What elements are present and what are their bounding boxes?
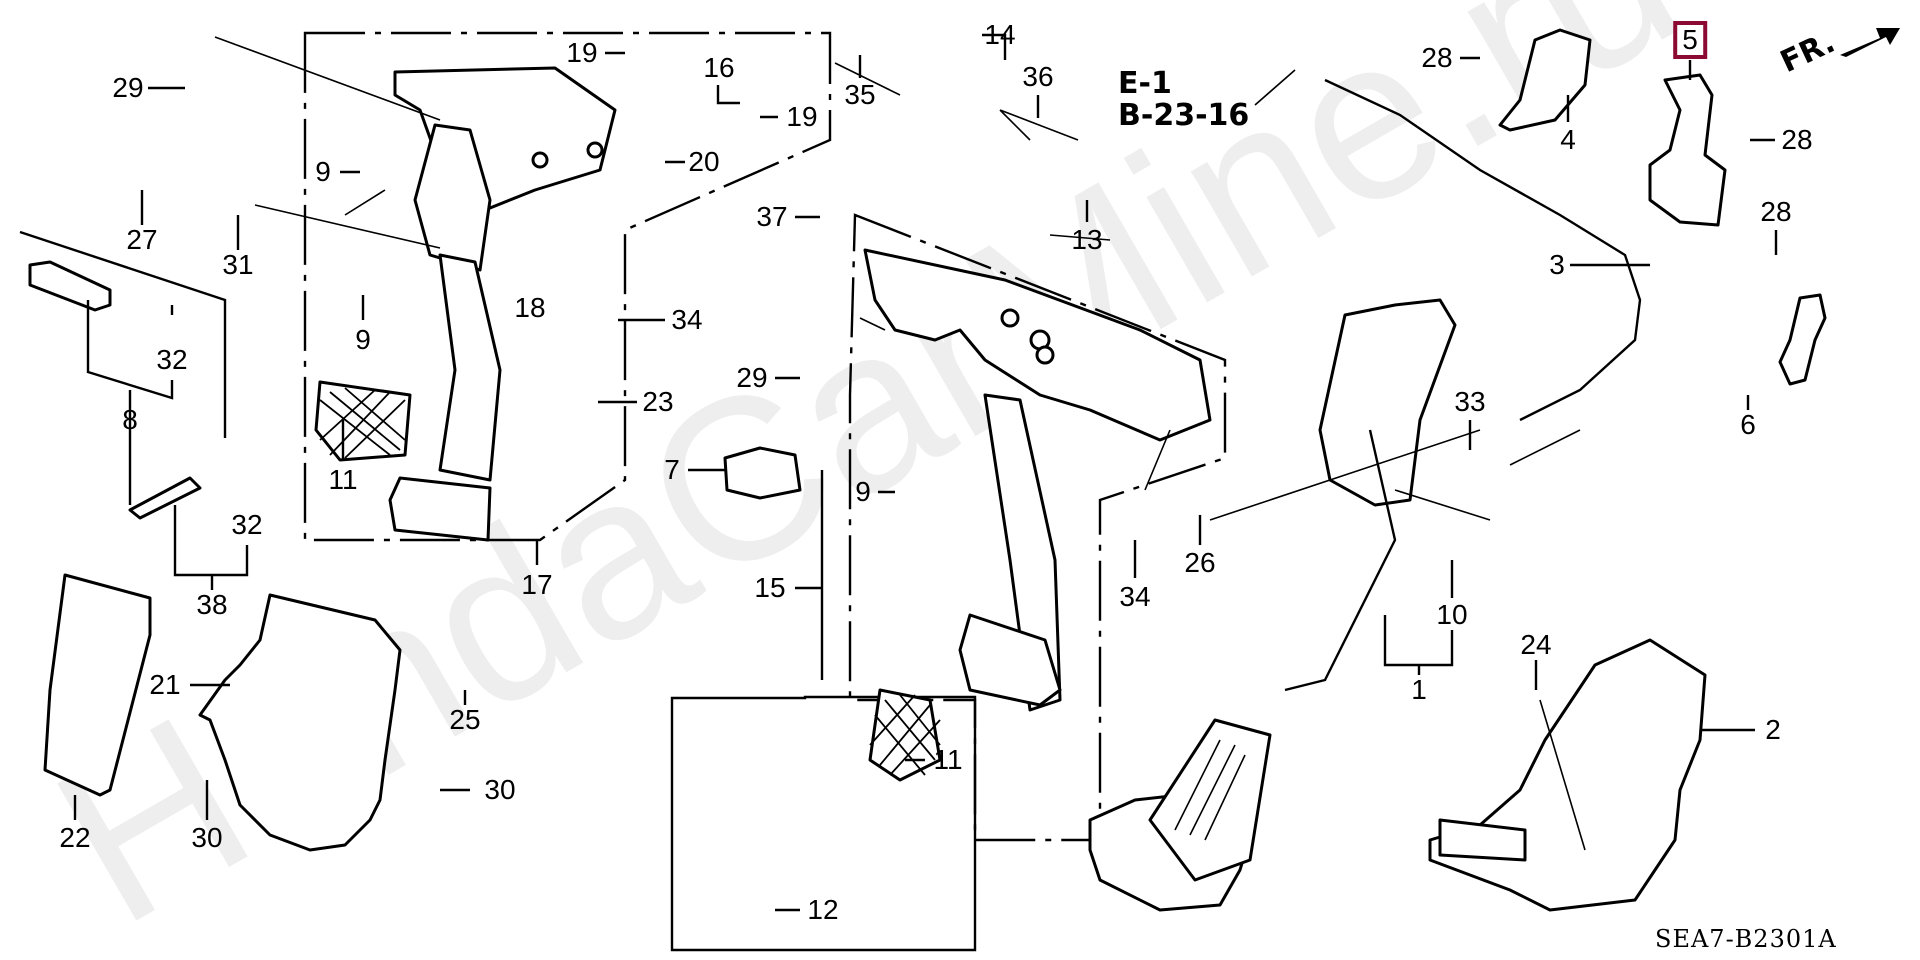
callout-29-mid[interactable]: 29 bbox=[736, 362, 768, 393]
callout-19-right[interactable]: 19 bbox=[786, 101, 818, 132]
callout-31[interactable]: 31 bbox=[222, 249, 254, 280]
callout-9-lower[interactable]: 9 bbox=[355, 324, 371, 355]
callout-16[interactable]: 16 bbox=[703, 52, 735, 83]
callout-24[interactable]: 24 bbox=[1520, 629, 1552, 660]
callout-10[interactable]: 10 bbox=[1436, 599, 1468, 630]
callout-30-right[interactable]: 30 bbox=[484, 774, 516, 805]
group-frame-12 bbox=[670, 695, 977, 952]
front-arrow-icon bbox=[1840, 28, 1900, 57]
bracket-4 bbox=[1498, 28, 1592, 132]
group-frame-15 bbox=[848, 213, 1227, 842]
callout-36[interactable]: 36 bbox=[1022, 61, 1054, 92]
accelerator-pedal-1 bbox=[1088, 298, 1457, 912]
group-frame-17 bbox=[303, 31, 832, 542]
cross-reference-line-1[interactable]: E-1 bbox=[1118, 66, 1172, 101]
callout-22[interactable]: 22 bbox=[59, 822, 91, 853]
callout-33[interactable]: 33 bbox=[1454, 386, 1486, 417]
callout-23[interactable]: 23 bbox=[642, 386, 674, 417]
pedal-bracket-17 bbox=[314, 66, 617, 542]
callout-7[interactable]: 7 bbox=[664, 454, 680, 485]
brake-switch-7 bbox=[723, 446, 802, 500]
callout-32-lower[interactable]: 32 bbox=[231, 509, 263, 540]
bracket-6 bbox=[1778, 293, 1827, 386]
callout-38[interactable]: 38 bbox=[196, 589, 228, 620]
callout-8[interactable]: 8 bbox=[122, 404, 138, 435]
callout-28[interactable]: 28 bbox=[1421, 42, 1453, 73]
leader-lines bbox=[214, 36, 1586, 851]
cable-3 bbox=[1324, 78, 1642, 422]
callout-30[interactable]: 30 bbox=[191, 822, 223, 853]
callout-9[interactable]: 9 bbox=[315, 156, 331, 187]
callout-5-highlighted[interactable]: 5 bbox=[1673, 21, 1707, 59]
callout-26[interactable]: 26 bbox=[1184, 547, 1216, 578]
callout-19[interactable]: 19 bbox=[566, 37, 598, 68]
diagram-code: SEA7-B2301A bbox=[1655, 925, 1837, 953]
callout-29[interactable]: 29 bbox=[112, 72, 144, 103]
callout-6[interactable]: 6 bbox=[1740, 409, 1756, 440]
callout-13[interactable]: 13 bbox=[1071, 224, 1103, 255]
group-frame-8 bbox=[19, 230, 227, 438]
callout-11-mid[interactable]: 11 bbox=[933, 744, 963, 775]
floor-bracket-connector bbox=[1438, 818, 1527, 862]
callout-25[interactable]: 25 bbox=[449, 704, 481, 735]
callout-3[interactable]: 3 bbox=[1549, 249, 1565, 280]
callout-leaders bbox=[73, 33, 1778, 912]
callout-28-right[interactable]: 28 bbox=[1781, 124, 1813, 155]
callout-17[interactable]: 17 bbox=[521, 569, 553, 600]
stud-38 bbox=[128, 476, 202, 520]
callout-4[interactable]: 4 bbox=[1560, 124, 1576, 155]
callout-1[interactable]: 1 bbox=[1411, 674, 1427, 705]
cross-reference[interactable]: E-1 B-23-16 bbox=[1118, 68, 1249, 131]
callout-20[interactable]: 20 bbox=[688, 146, 720, 177]
callout-15[interactable]: 15 bbox=[754, 572, 786, 603]
callout-34[interactable]: 34 bbox=[671, 304, 703, 335]
callout-27[interactable]: 27 bbox=[126, 224, 158, 255]
callout-12[interactable]: 12 bbox=[807, 894, 839, 925]
dash-cover-21 bbox=[198, 593, 402, 852]
callout-18[interactable]: 18 bbox=[514, 292, 546, 323]
callout-2[interactable]: 2 bbox=[1765, 714, 1781, 745]
stud-8 bbox=[28, 260, 112, 312]
callout-37[interactable]: 37 bbox=[756, 201, 788, 232]
callout-21[interactable]: 21 bbox=[149, 669, 181, 700]
pedal-assembly-15 bbox=[863, 248, 1212, 782]
floor-bracket-2 bbox=[1428, 638, 1707, 912]
callout-9-mid[interactable]: 9 bbox=[855, 476, 871, 507]
callout-28-lower[interactable]: 28 bbox=[1760, 196, 1792, 227]
bracket-5 bbox=[1648, 73, 1727, 227]
callout-34-lower[interactable]: 34 bbox=[1119, 581, 1151, 612]
cross-reference-line-2[interactable]: B-23-16 bbox=[1118, 97, 1250, 133]
callout-14[interactable]: 14 bbox=[984, 19, 1016, 50]
callout-32[interactable]: 32 bbox=[156, 344, 188, 375]
callout-11[interactable]: 11 bbox=[328, 464, 358, 495]
floor-mat-22 bbox=[43, 573, 152, 797]
callout-35[interactable]: 35 bbox=[844, 79, 876, 110]
